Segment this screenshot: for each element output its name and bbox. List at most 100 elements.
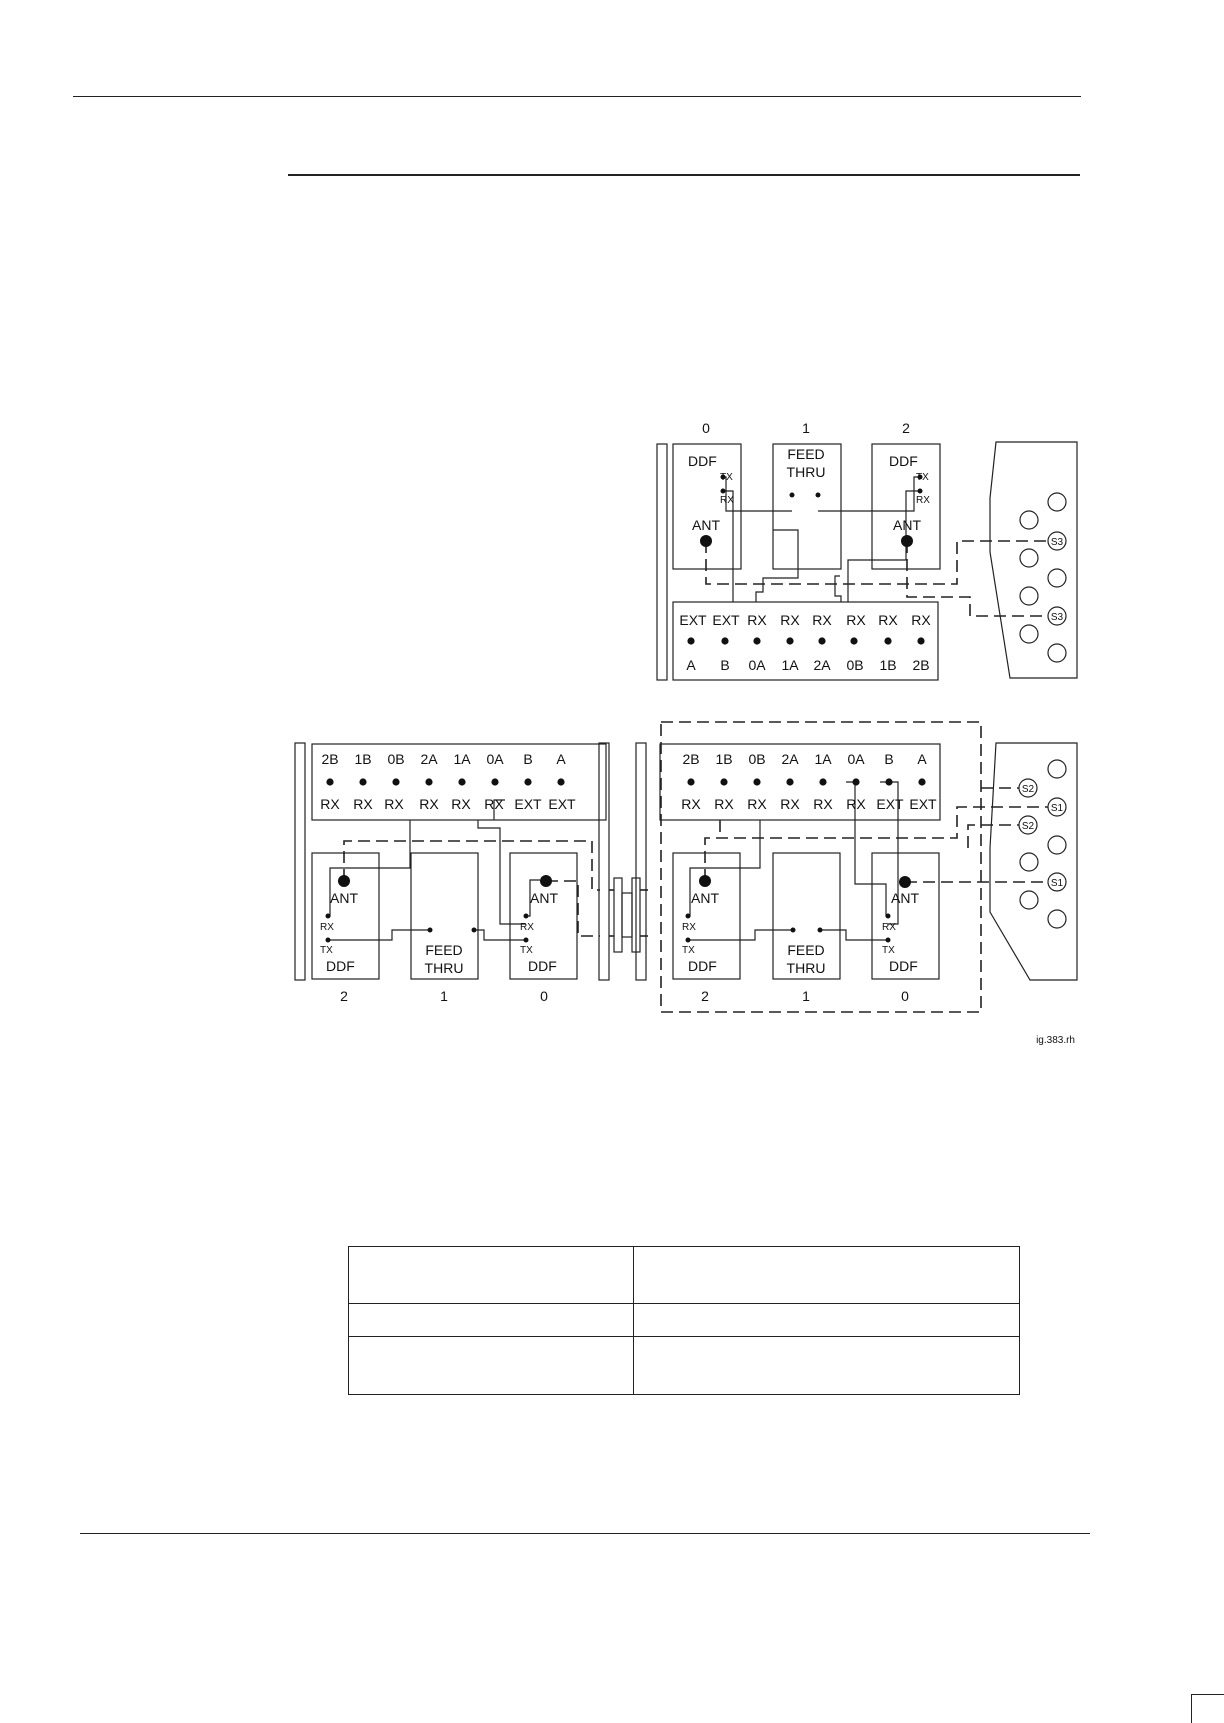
panel-label: A: [686, 657, 696, 673]
coupler-block-center: [621, 892, 633, 938]
table-row: [348, 1303, 1020, 1337]
tx-label: TX: [520, 945, 533, 956]
port-label: S1: [1051, 803, 1064, 814]
bl-feed-thru-1: [410, 852, 479, 980]
panel-label: 1A: [781, 657, 799, 673]
panel-label: 2A: [420, 751, 438, 767]
table-cell: [633, 1303, 1020, 1337]
feed-thru-label: THRU: [787, 960, 826, 976]
panel-label: RX: [846, 612, 866, 628]
panel-label: 2B: [912, 657, 929, 673]
module-name: DDF: [889, 453, 918, 469]
panel-label: 1B: [354, 751, 371, 767]
panel-label: RX: [911, 612, 931, 628]
br-feed-thru-1: [772, 852, 841, 980]
panel-label: 0B: [748, 751, 765, 767]
port-label: S3: [1051, 612, 1064, 623]
ant-label: ANT: [891, 890, 919, 906]
panel-label: 1A: [453, 751, 471, 767]
top-connector-panel: [672, 601, 939, 681]
tx-label: TX: [882, 945, 895, 956]
panel-label: EXT: [679, 612, 707, 628]
header-rule: [73, 96, 1081, 97]
top-plate-socket: [1019, 548, 1039, 568]
panel-label: RX: [878, 612, 898, 628]
port-label: S2: [1022, 784, 1035, 795]
ant-label: ANT: [530, 890, 558, 906]
panel-label: 1B: [715, 751, 732, 767]
page-corner-mark: [1191, 1694, 1224, 1723]
panel-label: A: [556, 751, 566, 767]
top-position-label: 0: [702, 420, 710, 436]
cabinet-coupler: [598, 742, 648, 981]
top-antenna-plate: [989, 441, 1078, 679]
panel-label: RX: [384, 796, 404, 812]
module-name: DDF: [889, 958, 918, 974]
feed-thru-label: FEED: [787, 942, 824, 958]
panel-label: EXT: [876, 796, 904, 812]
section-rule: [288, 174, 1080, 176]
bl-connector-panel: [311, 743, 607, 821]
panel-label: RX: [451, 796, 471, 812]
top-plate-socket: [1019, 624, 1039, 644]
br-position-label: 1: [802, 988, 810, 1004]
panel-label: RX: [780, 612, 800, 628]
br-ddf-2: [672, 852, 741, 980]
panel-label: 0B: [387, 751, 404, 767]
top-plate-socket: [1019, 586, 1039, 606]
feed-thru-label: FEED: [787, 446, 824, 462]
top-cabinet-rail: [656, 443, 668, 681]
top-plate-socket: [1047, 492, 1067, 512]
coupler-rail-right: [635, 742, 647, 981]
ant-label: ANT: [691, 890, 719, 906]
panel-label: EXT: [548, 796, 576, 812]
panel-label: RX: [714, 796, 734, 812]
br-plate-socket: [1019, 890, 1039, 910]
panel-label: 0A: [847, 751, 865, 767]
table-row: [348, 1246, 1020, 1304]
module-name: DDF: [326, 958, 355, 974]
br-position-label: 0: [901, 988, 909, 1004]
ant-label: ANT: [330, 890, 358, 906]
panel-label: RX: [484, 796, 504, 812]
tx-label: TX: [682, 945, 695, 956]
bottom-left-cabinet: [294, 742, 607, 981]
top-position-label: 1: [802, 420, 810, 436]
br-plate-socket: [1019, 852, 1039, 872]
top-cabinet: [656, 441, 1078, 681]
footer-rule: [80, 1533, 1090, 1534]
top-plate-socket: [1047, 643, 1067, 663]
br-port-s1-b: [1047, 872, 1067, 892]
br-plate-socket: [1047, 909, 1067, 929]
panel-label: B: [884, 751, 893, 767]
top-feed-thru-1: [772, 443, 842, 570]
module-name: DDF: [688, 958, 717, 974]
table-cell: [348, 1303, 634, 1337]
panel-label: RX: [681, 796, 701, 812]
bl-position-label: 2: [340, 988, 348, 1004]
ant-label: ANT: [692, 517, 720, 533]
panel-label: 2B: [682, 751, 699, 767]
panel-label: RX: [846, 796, 866, 812]
panel-label: RX: [780, 796, 800, 812]
panel-label: RX: [419, 796, 439, 812]
ant-label: ANT: [893, 517, 921, 533]
coupler-block-right: [631, 877, 641, 953]
module-name: DDF: [688, 453, 717, 469]
br-plate-socket: [1047, 835, 1067, 855]
top-port-s3-b: [1047, 606, 1067, 626]
panel-label: 1A: [814, 751, 832, 767]
rx-label: RX: [916, 495, 930, 506]
panel-label: RX: [747, 612, 767, 628]
panel-label: RX: [813, 796, 833, 812]
panel-label: 0B: [846, 657, 863, 673]
panel-label: 2A: [781, 751, 799, 767]
br-ddf-0: [871, 852, 940, 980]
bl-position-label: 1: [440, 988, 448, 1004]
tx-label: TX: [720, 472, 733, 483]
panel-label: A: [917, 751, 927, 767]
rx-label: RX: [720, 495, 734, 506]
table-cell: [633, 1246, 1020, 1304]
port-label: S2: [1022, 821, 1035, 832]
